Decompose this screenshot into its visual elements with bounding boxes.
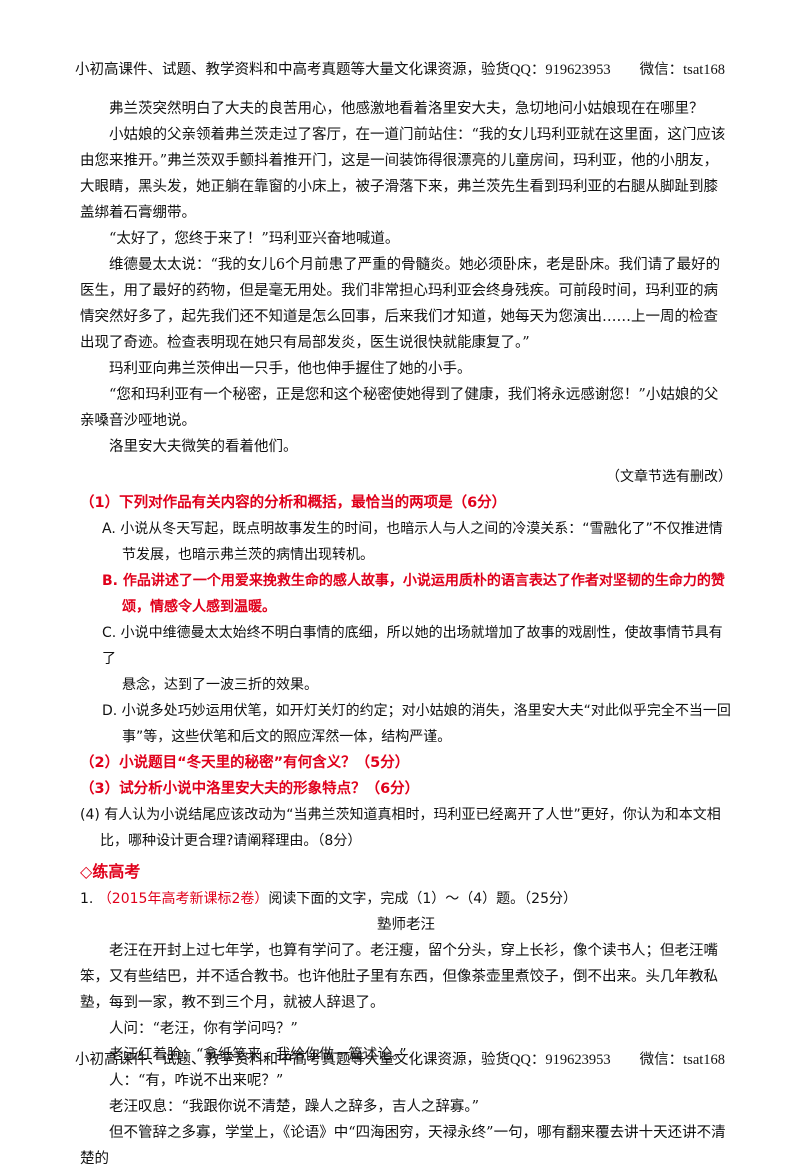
article-paragraph: 人问：“老汪，你有学问吗？” <box>109 1021 298 1037</box>
section-title: 练高考 <box>92 862 141 881</box>
article-paragraph: 但不管辞之多寡，学堂上，《论语》中“四海困穷，天禄永终”一句，哪有翻来覆去讲十天… <box>80 1125 726 1167</box>
article-paragraph: 人：“有，咋说不出来呢？” <box>109 1073 284 1089</box>
question-4: (4) 有人认为小说结尾应该改动为“当弗兰茨知道真相时，玛利亚已经离开了人世”更… <box>80 802 732 854</box>
option-b: B. 作品讲述了一个用爱来挽救生命的感人故事，小说运用质朴的语言表达了作者对坚韧… <box>80 568 732 620</box>
page-footer: 小初高课件、试题、教学资料和中高考真题等大量文化课资源，验货QQ：9196239… <box>74 1052 726 1068</box>
option-b-line1: B. 作品讲述了一个用爱来挽救生命的感人故事，小说运用质朴的语言表达了作者对坚韧… <box>102 573 725 589</box>
page-header: 小初高课件、试题、教学资料和中高考真题等大量文化课资源，验货QQ：9196239… <box>74 62 726 78</box>
story-paragraph: “太好了，您终于来了！”玛利亚兴奋地喊道。 <box>109 231 400 247</box>
problem-intro: 1. （2015年高考新课标2卷）阅读下面的文字，完成（1）～（4）题。（25分… <box>80 886 732 912</box>
option-a-line1: A. 小说从冬天写起，既点明故事发生的时间，也暗示人与人之间的冷漠关系：“雪融化… <box>102 521 723 537</box>
story-paragraph: 小姑娘的父亲领着弗兰茨走过了客厅，在一道门前站住：“我的女儿玛利亚就在这里面，这… <box>80 127 726 221</box>
source-note: （文章节选有删改） <box>606 469 732 485</box>
problem-number: 1. <box>80 891 94 907</box>
problem-source: （2015年高考新课标2卷） <box>97 891 269 907</box>
section-heading: ◇练高考 <box>80 858 732 886</box>
question-4-line1: (4) 有人认为小说结尾应该改动为“当弗兰茨知道真相时，玛利亚已经离开了人世”更… <box>80 807 721 823</box>
article-paragraph: 老汪红着脸：“拿纸笔来，我给你做一篇述论。” <box>109 1047 407 1063</box>
story-paragraph: 玛利亚向弗兰茨伸出一只手，他也伸手握住了她的小手。 <box>109 361 472 377</box>
option-c-line2: 悬念，达到了一波三折的效果。 <box>122 677 318 693</box>
option-d-line1: D. 小说多处巧妙运用伏笔，如开灯关灯的约定；对小姑娘的消失，洛里安大夫“对此似… <box>102 703 731 719</box>
story-paragraph: 维德曼太太说：“我的女儿6个月前患了严重的骨髓炎。她必须卧床，老是卧床。我们请了… <box>80 257 721 351</box>
page-content: 弗兰茨突然明白了大夫的良苦用心，他感激地看着洛里安大夫，急切地问小姑娘现在在哪里… <box>80 96 732 1172</box>
option-a-line2: 节发展，也暗示弗兰茨的病情出现转机。 <box>122 547 374 563</box>
option-c-line1: C. 小说中维德曼太太始终不明白事情的底细，所以她的出场就增加了故事的戏剧性，使… <box>102 625 723 667</box>
option-b-line2: 颂，情感令人感到温暖。 <box>122 599 276 615</box>
diamond-icon: ◇ <box>80 862 93 881</box>
option-d: D. 小说多处巧妙运用伏笔，如开灯关灯的约定；对小姑娘的消失，洛里安大夫“对此似… <box>80 698 732 750</box>
question-3: （3）试分析小说中洛里安大夫的形象特点？（6分） <box>80 781 420 797</box>
option-a: A. 小说从冬天写起，既点明故事发生的时间，也暗示人与人之间的冷漠关系：“雪融化… <box>80 516 732 568</box>
article-paragraph: 老汪叹息：“我跟你说不清楚，躁人之辞多，吉人之辞寡。” <box>109 1099 480 1115</box>
question-1: （1）下列对作品有关内容的分析和概括，最恰当的两项是（6分） <box>80 495 507 511</box>
story-paragraph: 洛里安大夫微笑的看着他们。 <box>109 439 298 455</box>
option-d-line2: 事”等，这些伏笔和后文的照应浑然一体，结构严谨。 <box>122 729 452 745</box>
option-c: C. 小说中维德曼太太始终不明白事情的底细，所以她的出场就增加了故事的戏剧性，使… <box>80 620 732 698</box>
story-paragraph: 弗兰茨突然明白了大夫的良苦用心，他感激地看着洛里安大夫，急切地问小姑娘现在在哪里… <box>109 101 704 117</box>
question-4-line2: 比，哪种设计更合理?请阐释理由。（8分） <box>100 833 362 849</box>
problem-instruction: 阅读下面的文字，完成（1）～（4）题。（25分） <box>268 891 577 907</box>
article-title: 塾师老汪 <box>377 917 435 933</box>
story-paragraph: “您和玛利亚有一个秘密，正是您和这个秘密使她得到了健康，我们将永远感谢您！”小姑… <box>80 387 719 429</box>
article-paragraph: 老汪在开封上过七年学，也算有学问了。老汪瘦，留个分头，穿上长衫，像个读书人；但老… <box>80 943 718 1011</box>
question-2: （2）小说题目“冬天里的秘密”有何含义？（5分） <box>80 755 410 771</box>
